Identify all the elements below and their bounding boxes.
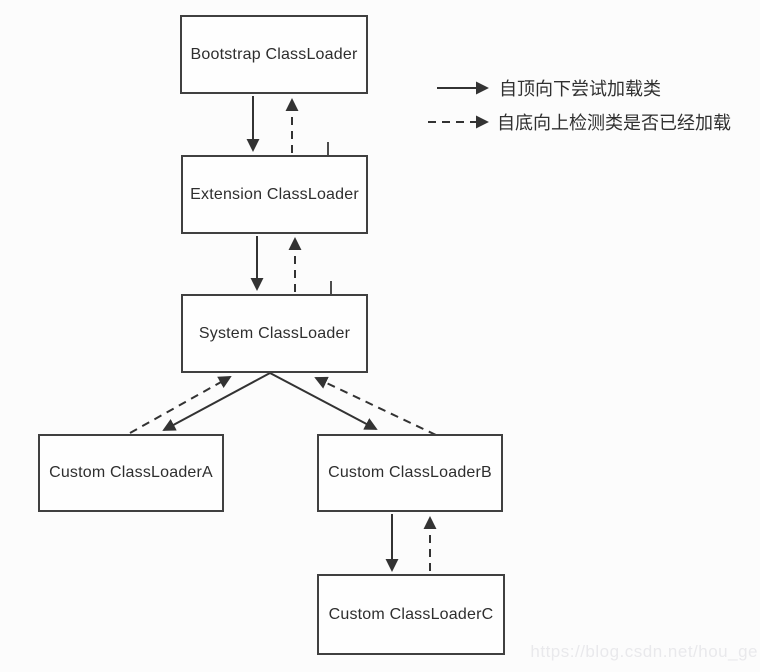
node-extension-classloader: Extension ClassLoader <box>181 155 368 234</box>
node-label: Custom ClassLoaderB <box>328 464 492 481</box>
node-custom-classloader-b: Custom ClassLoaderB <box>317 434 503 512</box>
node-custom-classloader-a: Custom ClassLoaderA <box>38 434 224 512</box>
node-custom-classloader-c: Custom ClassLoaderC <box>317 574 505 655</box>
node-bootstrap-classloader: Bootstrap ClassLoader <box>180 15 368 94</box>
arrow-dashed-customA-to-system <box>129 376 232 434</box>
csdn-watermark: https://blog.csdn.net/hou_ge <box>530 642 758 661</box>
node-label: Bootstrap ClassLoader <box>190 45 358 63</box>
legend-dashed-label: 自底向上检测类是否已经加载 <box>497 113 731 133</box>
node-system-classloader: System ClassLoader <box>181 294 368 373</box>
arrow-solid-system-to-customA <box>162 372 271 431</box>
node-label: Custom ClassLoaderA <box>49 464 213 481</box>
node-label: Custom ClassLoaderC <box>328 605 494 623</box>
legend-solid-label: 自顶向下尝试加载类 <box>499 79 661 99</box>
node-label: Extension ClassLoader <box>190 185 359 203</box>
arrow-solid-system-to-customB <box>269 372 378 430</box>
node-label: System ClassLoader <box>198 324 351 342</box>
